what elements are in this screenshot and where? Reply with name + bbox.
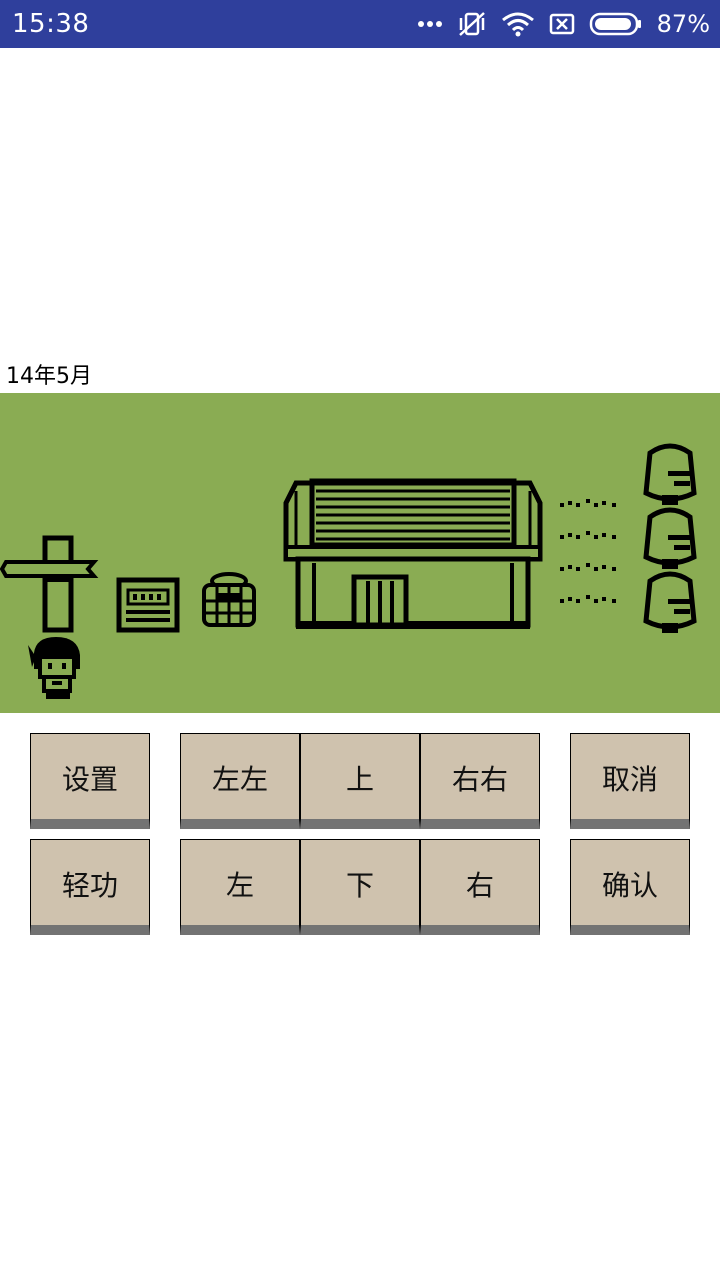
far-left-button[interactable]: 左左 bbox=[180, 733, 300, 829]
down-button[interactable]: 下 bbox=[300, 839, 420, 935]
grass-patch-sprite[interactable] bbox=[556, 493, 626, 609]
trees-sprite[interactable] bbox=[640, 443, 700, 637]
qinggong-button[interactable]: 轻功 bbox=[30, 839, 150, 935]
game-scene[interactable] bbox=[0, 393, 720, 713]
player-character-sprite[interactable] bbox=[26, 635, 86, 703]
more-dots-icon bbox=[417, 19, 443, 29]
cancel-button[interactable]: 取消 bbox=[570, 733, 690, 829]
status-time: 15:38 bbox=[12, 9, 90, 39]
well-sprite[interactable] bbox=[198, 571, 260, 633]
left-button[interactable]: 左 bbox=[180, 839, 300, 935]
sim-error-icon bbox=[549, 13, 575, 35]
battery-icon bbox=[589, 12, 643, 36]
signpost-sprite[interactable] bbox=[0, 535, 100, 633]
game-date: 14年5月 bbox=[6, 364, 92, 389]
control-pad: 设置 左左 上 右右 取消 轻功 左 下 右 确认 bbox=[0, 733, 720, 943]
confirm-button[interactable]: 确认 bbox=[570, 839, 690, 935]
right-button[interactable]: 右 bbox=[420, 839, 540, 935]
settings-button[interactable]: 设置 bbox=[30, 733, 150, 829]
wifi-icon bbox=[501, 11, 535, 37]
battery-percent: 87% bbox=[656, 10, 710, 38]
house-sprite[interactable] bbox=[282, 473, 544, 635]
status-bar: 15:38 bbox=[0, 0, 720, 48]
muted-vibrate-icon bbox=[457, 10, 487, 38]
status-icons: 87% bbox=[417, 0, 710, 48]
up-button[interactable]: 上 bbox=[300, 733, 420, 829]
far-right-button[interactable]: 右右 bbox=[420, 733, 540, 829]
notice-board-sprite[interactable] bbox=[116, 577, 182, 633]
